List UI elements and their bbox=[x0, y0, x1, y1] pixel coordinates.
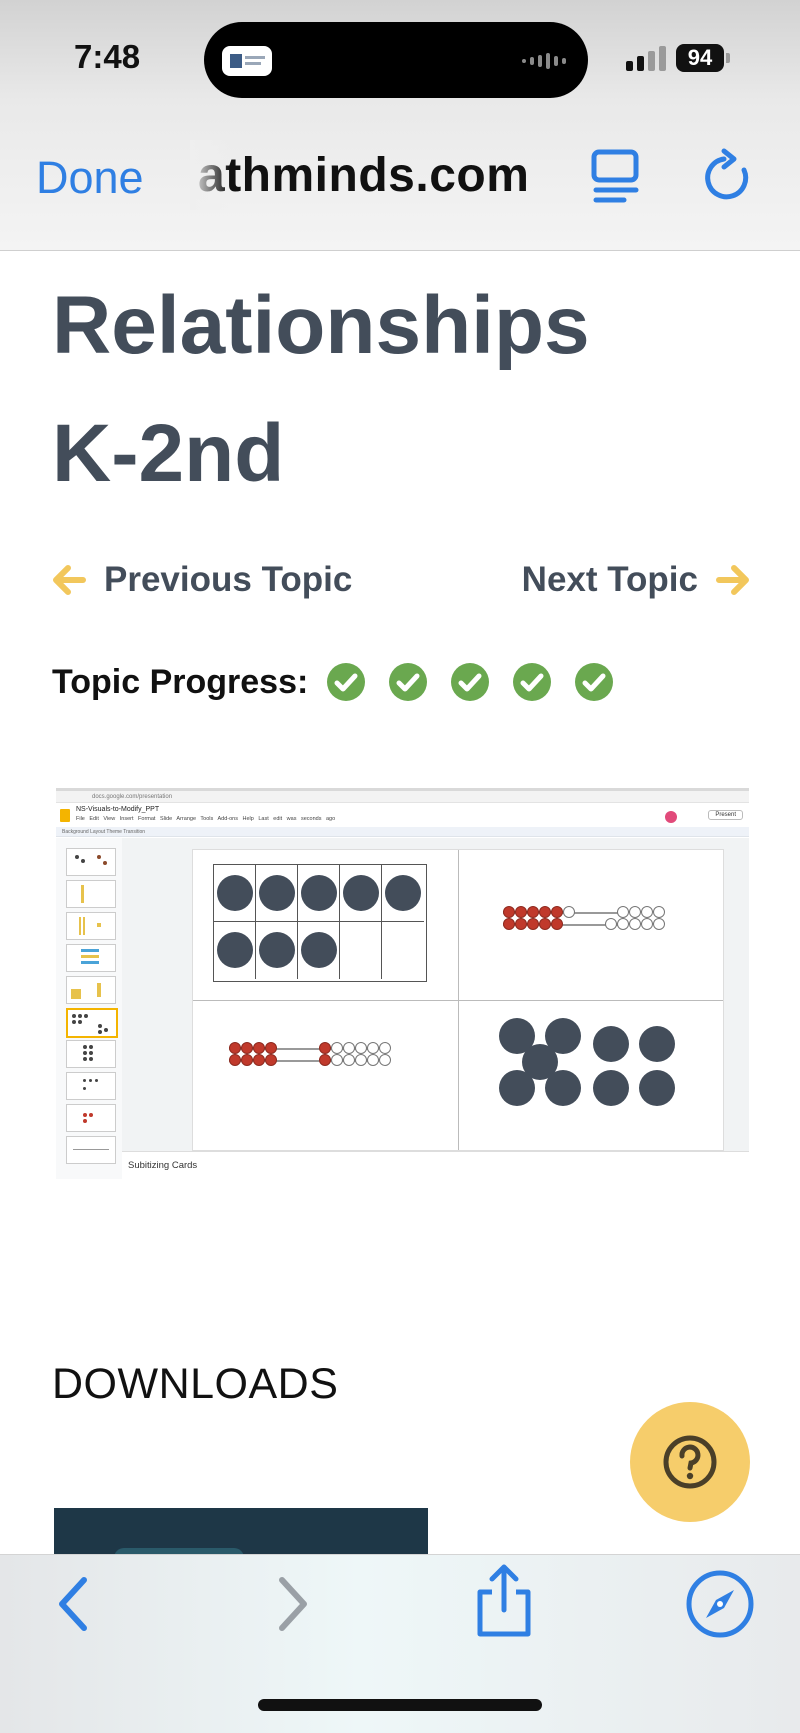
check-circle-icon bbox=[451, 663, 490, 701]
slide-thumbnail bbox=[66, 912, 116, 940]
chevron-left-icon[interactable] bbox=[52, 1574, 94, 1634]
check-circle-icon bbox=[575, 663, 614, 701]
chevron-right-icon[interactable] bbox=[272, 1574, 314, 1634]
slide-page bbox=[192, 849, 724, 1151]
downloads-heading: DOWNLOADS bbox=[52, 1360, 339, 1408]
check-circle-icon bbox=[327, 663, 366, 701]
page-title-line-2: K-2nd bbox=[52, 408, 285, 499]
slide-thumbnail bbox=[66, 976, 116, 1004]
reload-icon[interactable] bbox=[700, 148, 754, 206]
home-indicator[interactable] bbox=[258, 1699, 542, 1711]
page-title-line-1: Relationships bbox=[52, 280, 590, 371]
question-mark-icon bbox=[663, 1435, 717, 1489]
check-circle-icon bbox=[513, 663, 552, 701]
arrow-right-icon bbox=[716, 565, 749, 595]
ten-frame bbox=[213, 864, 427, 982]
speaker-notes: Subitizing Cards bbox=[122, 1151, 749, 1179]
audio-wave-icon bbox=[522, 52, 566, 70]
browser-top-bar: 7:48 94 Done athminds.com bbox=[0, 0, 800, 251]
avatar bbox=[665, 811, 677, 823]
topic-progress: Topic Progress: bbox=[52, 662, 636, 702]
app-thumbnail-icon bbox=[222, 46, 272, 76]
slides-embed-image: docs.google.com/presentation NS-Visuals-… bbox=[56, 788, 749, 1179]
slide-filmstrip bbox=[56, 838, 123, 1168]
present-button: Present bbox=[708, 810, 743, 820]
embed-doc-title: NS-Visuals-to-Modify_PPT bbox=[76, 806, 160, 813]
previous-topic-link[interactable]: Previous Topic bbox=[52, 560, 352, 600]
topic-progress-checks bbox=[326, 662, 636, 702]
slide-thumbnail bbox=[66, 1040, 116, 1068]
slide-thumbnail bbox=[66, 1072, 116, 1100]
download-card[interactable] bbox=[54, 1508, 428, 1554]
embed-toolbar: Background Layout Theme Transition bbox=[56, 827, 749, 837]
reader-mode-icon[interactable] bbox=[590, 148, 644, 204]
speaker-notes-text: Subitizing Cards bbox=[128, 1160, 198, 1171]
slide-thumbnail bbox=[66, 848, 116, 876]
dynamic-island bbox=[204, 22, 588, 98]
download-card-graphic bbox=[114, 1548, 244, 1554]
filmstrip-footer bbox=[56, 1168, 123, 1179]
done-button[interactable]: Done bbox=[36, 152, 144, 203]
topic-progress-label: Topic Progress: bbox=[52, 662, 309, 701]
help-button[interactable] bbox=[630, 1402, 750, 1522]
slide-thumbnail bbox=[66, 1136, 116, 1164]
slide-thumbnail bbox=[66, 880, 116, 908]
arrow-left-icon bbox=[53, 565, 86, 595]
slide-thumbnail bbox=[66, 1104, 116, 1132]
embed-url-bar: docs.google.com/presentation bbox=[56, 791, 749, 803]
slide-thumbnail-active bbox=[66, 1008, 118, 1038]
cellular-signal-icon bbox=[626, 46, 666, 71]
next-topic-link[interactable]: Next Topic bbox=[522, 560, 750, 600]
share-icon[interactable] bbox=[472, 1562, 536, 1640]
slide-thumbnail bbox=[66, 944, 116, 972]
battery-indicator: 94 bbox=[676, 44, 724, 72]
embed-menus: File Edit View Insert Format Slide Arran… bbox=[76, 816, 336, 822]
status-time: 7:48 bbox=[74, 38, 141, 75]
previous-topic-label: Previous Topic bbox=[104, 560, 353, 599]
battery-cap bbox=[726, 53, 730, 63]
slides-logo-icon bbox=[60, 809, 70, 822]
next-topic-label: Next Topic bbox=[521, 560, 698, 599]
compass-icon[interactable] bbox=[684, 1568, 756, 1640]
slide-divider-horizontal bbox=[193, 1000, 723, 1001]
check-circle-icon bbox=[389, 663, 428, 701]
url-fade bbox=[190, 140, 230, 210]
page-title: Relationships K-2nd bbox=[52, 262, 590, 518]
url-display[interactable]: athminds.com bbox=[198, 149, 530, 202]
